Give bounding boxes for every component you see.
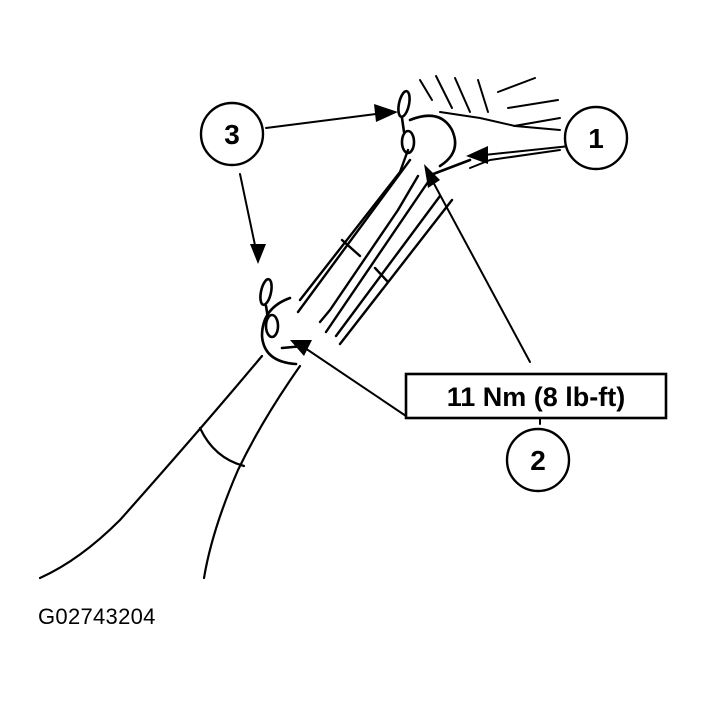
upper-mount-structure <box>419 75 561 169</box>
strut-rod <box>296 148 454 346</box>
torque-spec-label: 11 Nm (8 lb-ft) <box>447 382 626 412</box>
lower-clip <box>259 277 280 339</box>
arrowheads <box>250 104 488 356</box>
torque-spec-box: 11 Nm (8 lb-ft) <box>404 372 668 420</box>
callout-2: 2 <box>505 427 571 493</box>
callout-1: 1 <box>563 105 629 171</box>
callout-2-label: 2 <box>530 445 546 476</box>
leader-lines <box>239 113 571 425</box>
upper-bracket <box>408 114 472 178</box>
lower-arm <box>38 354 302 580</box>
callout-3: 3 <box>199 101 265 167</box>
callout-3-label: 3 <box>224 119 240 150</box>
callout-1-label: 1 <box>588 123 604 154</box>
figure-id: G02743204 <box>38 604 156 629</box>
upper-clip <box>397 89 416 155</box>
